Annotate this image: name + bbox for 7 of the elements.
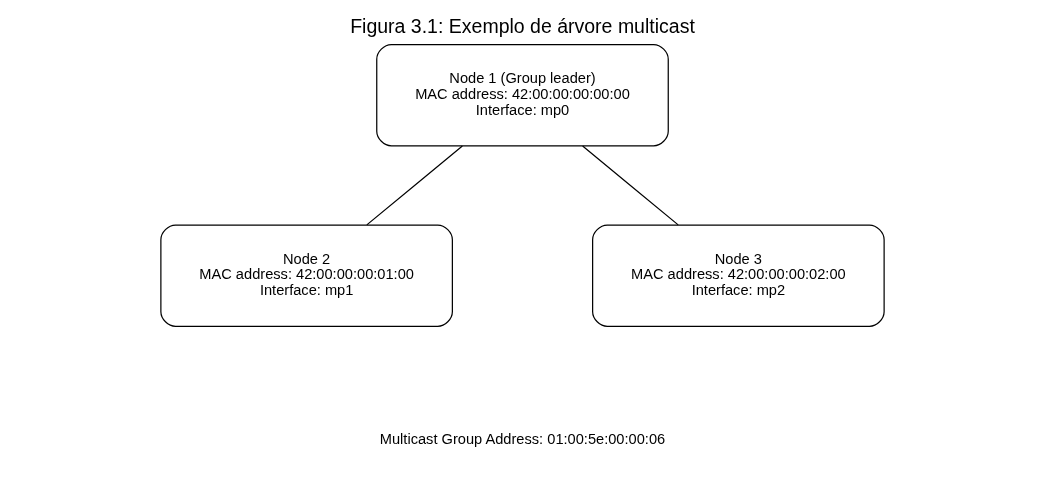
label: Multicast Group Address: 01:00:5e:00:00:06 [379,431,665,448]
node-box: Node 1 (Group leader) MAC address: 42:00:00:00:00:00 Interface: mp0 [375,44,669,147]
node-box: Node 3 MAC address: 42:00:00:00:02:00 Interface: mp2 [591,224,885,327]
diagram-title: Figura 3.1: Exemplo de árvore multicast [349,15,695,38]
connector [365,145,463,226]
node-box: Node 2 MAC address: 42:00:00:00:01:00 Interface: mp1 [159,224,453,327]
connector [581,145,679,226]
